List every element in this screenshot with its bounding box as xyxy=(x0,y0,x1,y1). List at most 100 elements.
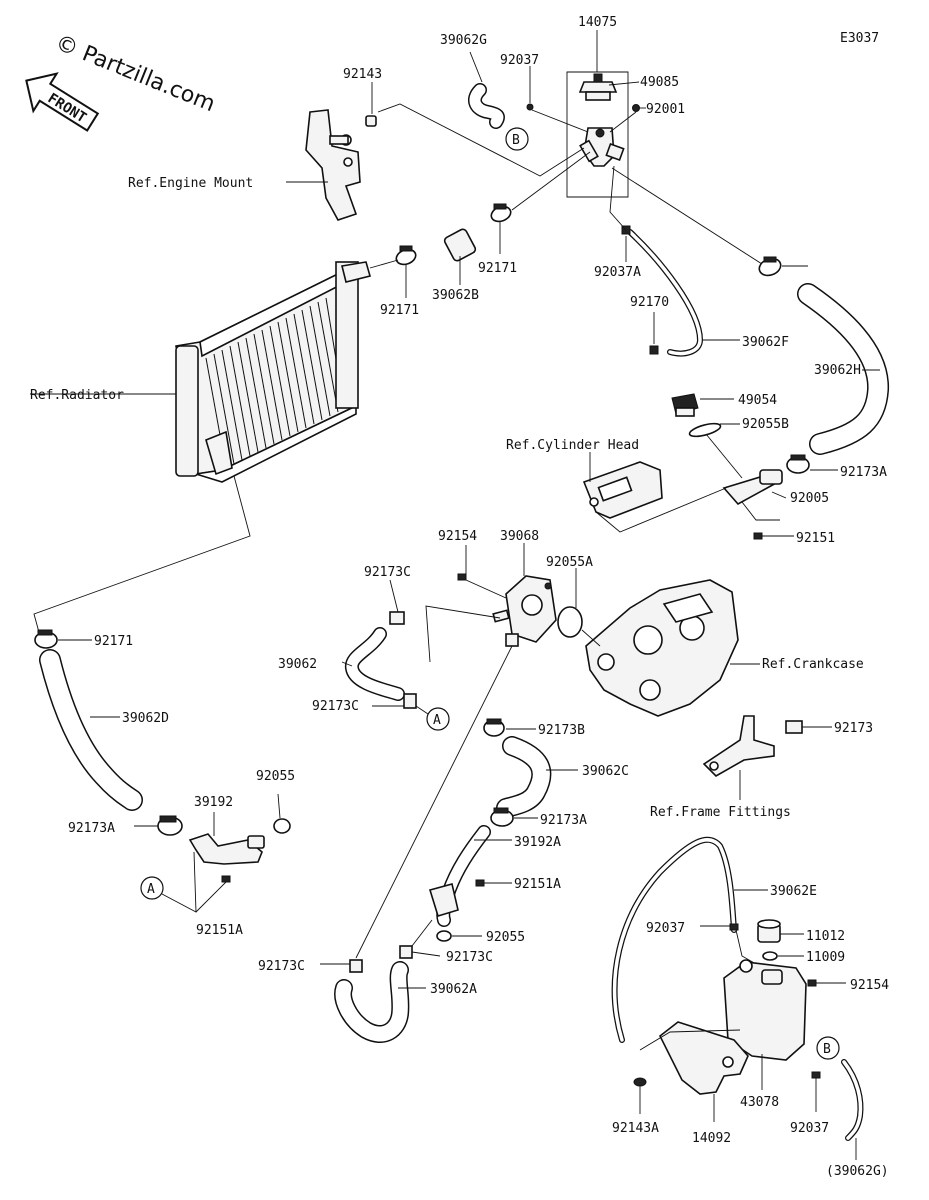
callout-labels: 39062G 14075 92037 49085 92001 92143 Ref… xyxy=(30,15,889,1179)
bolt-92154 xyxy=(807,979,817,987)
label-92037: 92037 xyxy=(790,1121,829,1136)
label-92001: 92001 xyxy=(646,102,685,117)
label-39062d: 39062D xyxy=(122,711,169,726)
cap-49054 xyxy=(671,393,699,417)
o-ring-11009 xyxy=(762,951,778,961)
grommet-92143 xyxy=(365,115,377,127)
clamp-92171 xyxy=(490,203,512,223)
pipe-39192a-flange xyxy=(428,883,459,917)
label-39062c: 39062C xyxy=(582,764,629,779)
label-92154: 92154 xyxy=(850,978,889,993)
label-39062: 39062 xyxy=(278,657,317,672)
o-ring-92055 xyxy=(273,818,291,834)
label-92173a: 92173A xyxy=(68,821,115,836)
label-39062e: 39062E xyxy=(770,884,817,899)
label-92143a: 92143A xyxy=(612,1121,659,1136)
bolt-92154 xyxy=(457,573,467,581)
pipe-39192 xyxy=(188,833,265,865)
thermostat-housing xyxy=(579,127,625,167)
label-92173c: 92173C xyxy=(364,565,411,580)
label-92173c: 92173C xyxy=(446,950,493,965)
label-92173b: 92173B xyxy=(538,723,585,738)
label-ref-engine-mount: Ref.Engine Mount xyxy=(128,176,253,191)
clamp-92173c xyxy=(399,945,413,959)
label-92173c: 92173C xyxy=(258,959,305,974)
label-ref-crankcase: Ref.Crankcase xyxy=(762,657,864,672)
label-39062g: 39062G xyxy=(440,33,487,48)
clamp-92173c xyxy=(389,611,405,625)
label-39062g-ref: (39062G) xyxy=(826,1164,889,1179)
marker-b xyxy=(505,127,529,151)
hose-39062b xyxy=(443,228,477,262)
label-92055b: 92055B xyxy=(742,417,789,432)
crankcase xyxy=(585,579,739,717)
clamp-92173c xyxy=(349,959,363,973)
label-49085: 49085 xyxy=(640,75,679,90)
grommet-92173 xyxy=(785,720,803,734)
water-pump-39068 xyxy=(492,575,557,647)
marker-a xyxy=(140,876,164,900)
engine-mount-bracket xyxy=(305,109,361,221)
clamp-92173a xyxy=(490,807,514,827)
o-ring-92055a xyxy=(557,606,583,638)
label-ref-frame-fittings: Ref.Frame Fittings xyxy=(650,805,791,820)
label-39062a: 39062A xyxy=(430,982,477,997)
label-92151a: 92151A xyxy=(196,923,243,938)
label-92173c: 92173C xyxy=(312,699,359,714)
label-11009: 11009 xyxy=(806,950,845,965)
label-92171: 92171 xyxy=(94,634,133,649)
radiator xyxy=(175,261,371,483)
clip-92037 xyxy=(811,1071,821,1079)
label-49054: 49054 xyxy=(738,393,777,408)
label-92171: 92171 xyxy=(380,303,419,318)
label-39062b: 39062B xyxy=(432,288,479,303)
label-ref-radiator: Ref.Radiator xyxy=(30,388,124,403)
marker-b-label: B xyxy=(512,133,520,148)
label-92037a: 92037A xyxy=(594,265,641,280)
label-39062f: 39062F xyxy=(742,335,789,350)
diagram-code: E3037 xyxy=(840,31,879,46)
clip-92037 xyxy=(526,103,534,111)
front-arrow-icon: FRONT xyxy=(25,72,100,132)
label-ref-cylinder-head: Ref.Cylinder Head xyxy=(506,438,639,453)
label-14092: 14092 xyxy=(692,1131,731,1146)
reservoir-tank-43078 xyxy=(723,959,807,1061)
bolt-92151a xyxy=(475,879,485,887)
marker-b2-label: B xyxy=(823,1042,831,1057)
clamp-92171 xyxy=(34,629,58,649)
clamp-92173a xyxy=(157,815,183,836)
radiator-cap xyxy=(578,73,618,101)
clamp-92173b xyxy=(483,718,505,737)
label-92055: 92055 xyxy=(256,769,295,784)
clamp-92171 xyxy=(395,245,417,266)
label-92055: 92055 xyxy=(486,930,525,945)
bolt-92001 xyxy=(632,104,640,112)
label-92173a: 92173A xyxy=(540,813,587,828)
o-ring-92055 xyxy=(436,930,452,942)
label-39062h: 39062H xyxy=(814,363,861,378)
label-92171: 92171 xyxy=(478,261,517,276)
marker-b xyxy=(816,1036,840,1060)
radiator-fins xyxy=(205,297,345,469)
label-92151: 92151 xyxy=(796,531,835,546)
frame-fitting xyxy=(702,715,775,777)
clamp-92171 xyxy=(758,256,782,277)
label-39192a: 39192A xyxy=(514,835,561,850)
label-39068: 39068 xyxy=(500,529,539,544)
clip-92170 xyxy=(649,345,659,355)
clip-92037 xyxy=(729,923,739,931)
label-92055a: 92055A xyxy=(546,555,593,570)
marker-a-label: A xyxy=(433,713,441,728)
cylinder-head xyxy=(582,461,663,519)
label-92143: 92143 xyxy=(343,67,382,82)
bolt-92151a xyxy=(221,875,231,883)
label-92037: 92037 xyxy=(646,921,685,936)
label-92154: 92154 xyxy=(438,529,477,544)
clamp-92173c xyxy=(403,693,417,709)
marker-a2-label: A xyxy=(147,882,155,897)
clamp-92173a xyxy=(786,454,810,474)
label-11012: 11012 xyxy=(806,929,845,944)
label-92037: 92037 xyxy=(500,53,539,68)
